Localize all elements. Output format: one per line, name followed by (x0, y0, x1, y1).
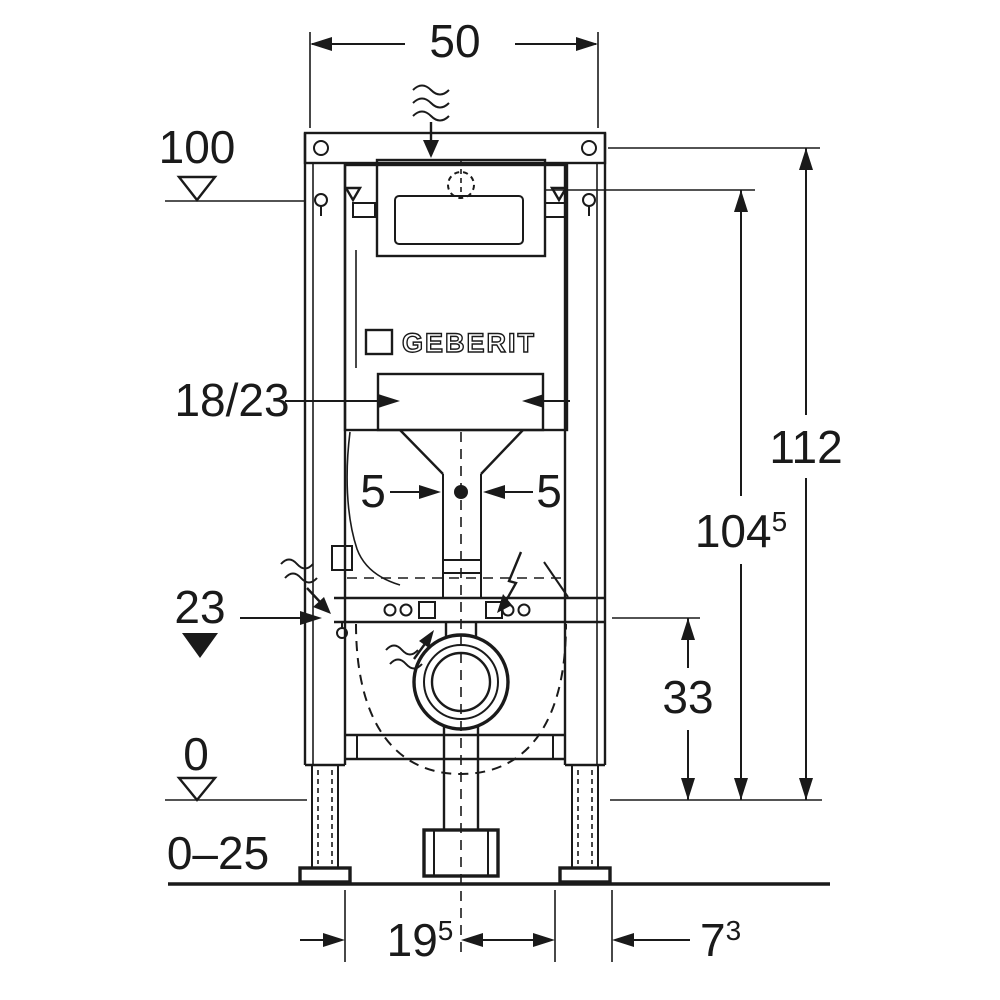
access-shaft (375, 158, 547, 258)
dim-width-50: 50 (309, 15, 599, 128)
datum-100: 100 (159, 121, 306, 202)
datum-0: 0 (165, 728, 822, 802)
water-flow-left-icon (280, 558, 331, 614)
supply-valve (331, 545, 353, 571)
dim-19-5: 195 (300, 890, 556, 966)
dim-offset-right-value: 5 (536, 465, 562, 517)
dim-drain-height-value: 33 (662, 671, 713, 723)
datum-filled-triangle-icon (182, 633, 218, 658)
inspection-opening (394, 195, 524, 245)
center-point (454, 485, 468, 499)
foot-plate (298, 866, 352, 884)
concealed-cistern: GEBERIT (343, 158, 569, 475)
foot-plate (558, 866, 612, 884)
water-level-icon (549, 186, 569, 203)
drain-connector (422, 828, 500, 878)
insert-arrow-icon (497, 551, 523, 613)
wc-pan-outline (355, 623, 567, 776)
water-flow-mid-icon (385, 630, 434, 670)
floor-range-label: 0–25 (167, 827, 269, 879)
screw-icon (581, 140, 597, 156)
brand-logo-text: GEBERIT (402, 328, 536, 358)
adjustable-feet (298, 763, 612, 884)
water-level-icon (343, 186, 363, 203)
rail-screw-icon (314, 193, 596, 216)
frame (303, 131, 607, 765)
dim-flush-bend-value: 18/23 (174, 374, 289, 426)
actuator-rod-icon (447, 171, 475, 199)
dim-height-104-5: 1045 (545, 189, 787, 800)
datum-floor-value: 0 (183, 728, 209, 780)
dim-total-height-value: 112 (769, 421, 842, 473)
dim-offset-5-left: 5 (360, 465, 441, 517)
datum-triangle-icon (176, 776, 218, 802)
brand-logo-box (364, 328, 394, 356)
datum-23: 23 (174, 581, 322, 658)
screw-icon (313, 140, 329, 156)
dim-actuator-height-value: 1045 (695, 505, 787, 557)
water-inlet-icon (412, 84, 450, 158)
dim-offset-5-right: 5 (483, 465, 562, 517)
service-opening (376, 372, 545, 432)
dim-bottom-right-value: 73 (700, 914, 741, 966)
dim-offset-left-value: 5 (360, 465, 386, 517)
datum-mid-value: 23 (174, 581, 225, 633)
dim-drain-33: 33 (612, 617, 714, 800)
drain-elbow (412, 633, 510, 878)
datum-top-value: 100 (159, 121, 236, 173)
dim-width-value: 50 (429, 15, 480, 67)
dim-flush-bend: 18/23 (174, 374, 570, 426)
dim-height-112: 112 (608, 147, 843, 800)
fill-hose (346, 431, 401, 586)
datum-triangle-icon (176, 175, 218, 202)
flush-pipe (331, 431, 569, 958)
dim-7-3: 73 (611, 890, 741, 966)
dim-bottom-left-value: 195 (387, 914, 454, 966)
